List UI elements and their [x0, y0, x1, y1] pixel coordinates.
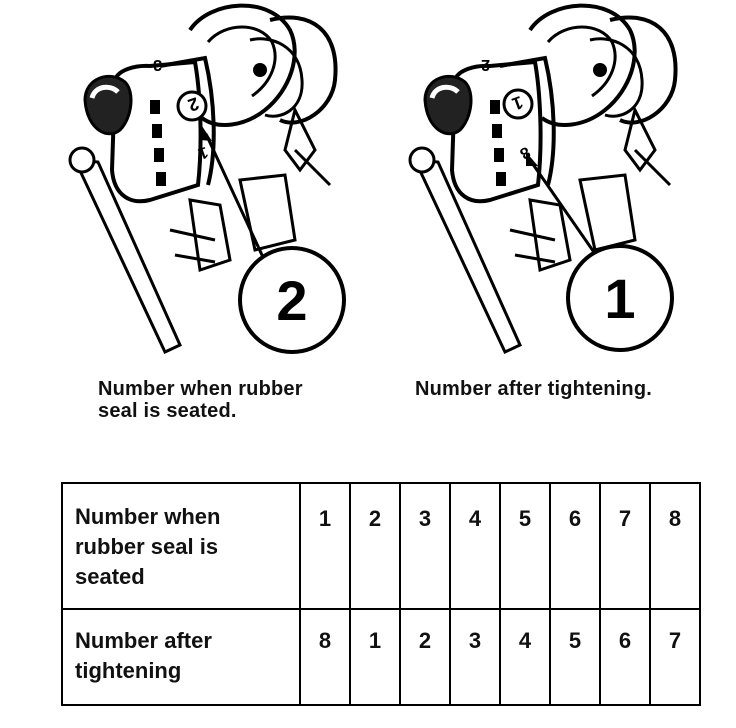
table-cell: 8 [649, 482, 701, 610]
table-cell: 7 [599, 482, 651, 610]
table-cell: 5 [499, 482, 551, 610]
row-header-seated: Number when rubber seal is seated [61, 482, 301, 610]
row-header-line: seated [75, 564, 145, 589]
table-cell: 1 [299, 482, 351, 610]
seal-number-table: Number when rubber seal is seated 1 2 3 … [61, 482, 701, 706]
table-cell: 4 [499, 608, 551, 706]
dial-number-3: 3 [153, 56, 162, 73]
oil-filter-drawing-tightened: 2 1 8 1 [408, 3, 678, 354]
row-header-line: tightening [75, 658, 182, 683]
table-cell: 3 [449, 608, 501, 706]
row-header-line: Number after [75, 628, 212, 653]
table-cell: 6 [599, 608, 651, 706]
illustration-seated: 3 2 1 2 [40, 0, 380, 370]
caption-line: seal is seated. [98, 400, 237, 422]
table-cell: 6 [549, 482, 601, 610]
illustration-tightened: 2 1 8 1 [380, 0, 720, 370]
row-header-line: rubber seal is [75, 534, 219, 559]
table-cell: 2 [399, 608, 451, 706]
caption-tightened: Number after tightening. [415, 378, 715, 400]
caption-line: Number after tightening. [415, 378, 653, 400]
oil-filter-drawing-seated: 3 2 1 2 [68, 3, 346, 354]
table-row-seated: Number when rubber seal is seated 1 2 3 … [61, 482, 701, 610]
caption-seated: Number when rubber seal is seated. [98, 378, 358, 422]
callout-number: 1 [604, 267, 635, 330]
table-cell: 3 [399, 482, 451, 610]
table-cell: 1 [349, 608, 401, 706]
row-header-line: Number when [75, 504, 221, 529]
dial-number-2: 2 [481, 56, 490, 73]
table-cell: 2 [349, 482, 401, 610]
table-cell: 8 [299, 608, 351, 706]
table-cell: 7 [649, 608, 701, 706]
caption-line: Number when rubber [98, 378, 303, 400]
table-cell: 4 [449, 482, 501, 610]
table-cell: 5 [549, 608, 601, 706]
callout-number: 2 [276, 269, 307, 332]
row-header-tightened: Number after tightening [61, 608, 301, 706]
table-row-tightened: Number after tightening 8 1 2 3 4 5 6 7 [61, 608, 701, 706]
